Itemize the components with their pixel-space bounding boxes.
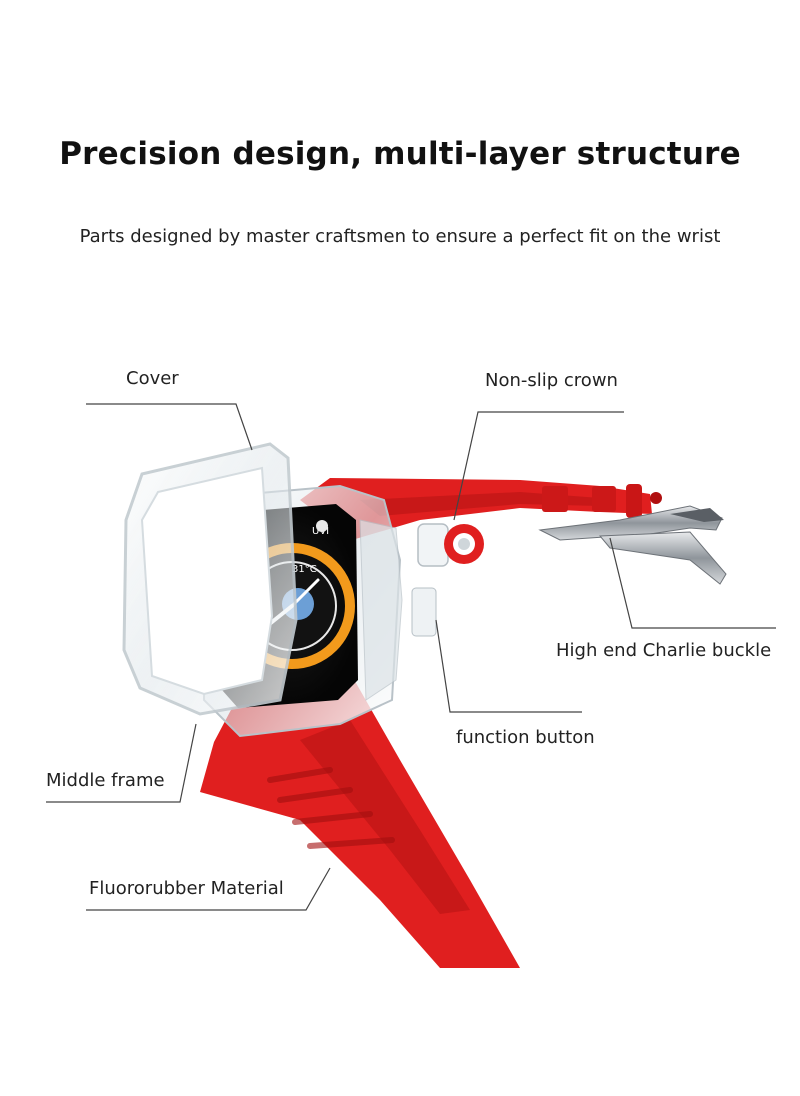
buckle-leader bbox=[609, 537, 776, 629]
page-subtitle: Parts designed by master craftsmen to en… bbox=[79, 226, 721, 247]
cover-bezel bbox=[122, 442, 298, 716]
non-slip-crown bbox=[417, 523, 484, 567]
middle-frame-leader bbox=[46, 723, 197, 803]
label-fluororubber-material: Fluororubber Material bbox=[89, 878, 284, 899]
page-title: Precision design, multi-layer structure bbox=[59, 136, 741, 172]
label-non-slip-crown: Non-slip crown bbox=[485, 370, 618, 391]
function-button-shape bbox=[411, 587, 437, 637]
function-button-leader bbox=[435, 619, 582, 713]
label-charlie-buckle: High end Charlie buckle bbox=[556, 640, 772, 661]
label-cover: Cover bbox=[126, 368, 179, 389]
callout-lines bbox=[46, 403, 776, 911]
lower-strap bbox=[200, 676, 520, 968]
crown-leader bbox=[453, 411, 624, 521]
label-middle-frame: Middle frame bbox=[46, 770, 165, 791]
material-leader bbox=[86, 867, 331, 911]
charlie-buckle bbox=[538, 505, 727, 585]
temperature-label: 31°C bbox=[292, 564, 317, 575]
label-function-button: function button bbox=[456, 727, 595, 748]
cover-leader bbox=[86, 403, 253, 451]
